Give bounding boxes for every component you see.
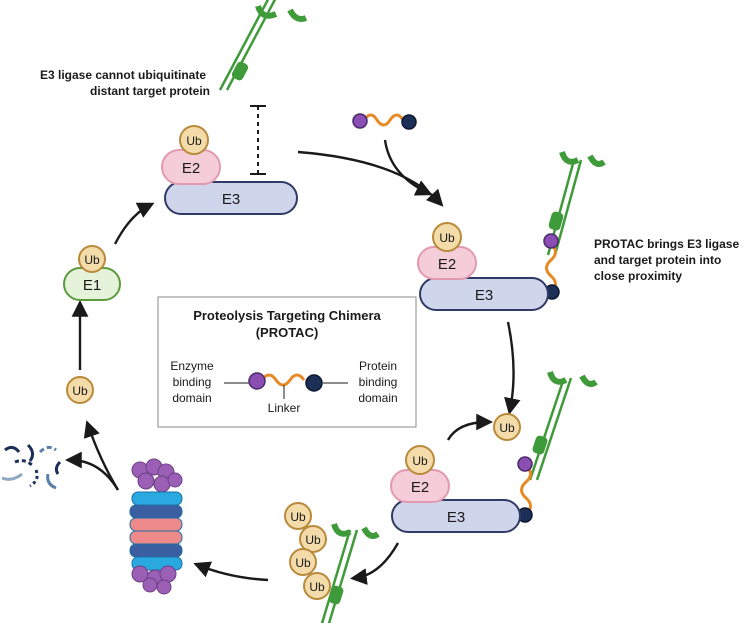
ub-chain-1: Ub: [284, 502, 312, 530]
note-protac-line2: and target protein into: [594, 253, 721, 267]
inhibition-mark: [250, 105, 266, 175]
proteasome: [129, 458, 183, 595]
ub-chain-4-label: Ub: [309, 580, 325, 594]
protac-legend-box: Proteolysis Targeting Chimera (PROTAC) E…: [157, 296, 417, 428]
legend-enzyme-line2: binding: [173, 375, 212, 389]
note-distant-line1: E3 ligase cannot ubiquitinate: [40, 68, 206, 82]
ub-chain-4: Ub: [303, 572, 331, 600]
e3-lower-right-label: E3: [447, 509, 465, 526]
ub-lower-right: Ub: [405, 445, 435, 475]
target-receptor-bottom: [320, 523, 380, 623]
legend-protein-line1: Protein: [359, 359, 397, 373]
legend-title-line2: (PROTAC): [256, 325, 319, 340]
ub-free-left-label: Ub: [72, 384, 88, 398]
arrow-proteasome-to-ub: [83, 420, 120, 491]
arrow-e1-to-e2e3: [113, 202, 155, 245]
arrow-ub-release: [446, 413, 494, 441]
e2-top-label: E2: [182, 160, 200, 177]
ub-right-label: Ub: [439, 231, 455, 245]
target-receptor-top: [218, 0, 308, 91]
legend-enzyme-line3: domain: [172, 391, 211, 405]
target-receptor-lower-right: [528, 371, 598, 481]
legend-linker-label: Linker: [268, 401, 301, 415]
ub-right: Ub: [432, 222, 462, 252]
legend-title-line1: Proteolysis Targeting Chimera: [193, 308, 381, 323]
ub-chain-3-label: Ub: [295, 556, 311, 570]
ub-chain-2: Ub: [299, 525, 327, 553]
legend-enzyme-ligand: [248, 372, 266, 390]
e2-right: E2: [417, 246, 477, 280]
ub-released: Ub: [493, 413, 521, 441]
legend-protein-line2: binding: [359, 375, 398, 389]
arrow-protac-join: [383, 139, 433, 196]
e1-label: E1: [83, 277, 101, 294]
polyubiquitin-chain: Ub Ub Ub Ub: [284, 502, 331, 600]
legend-protein-ligand: [305, 374, 323, 392]
note-protac-line1: PROTAC brings E3 ligase: [594, 237, 739, 251]
ub-free-left: Ub: [66, 376, 94, 404]
e2-right-label: E2: [438, 256, 456, 273]
protac-bound-lower-right: [517, 456, 533, 523]
degraded-fragments: [1, 443, 62, 490]
e2-top: E2: [161, 149, 221, 185]
legend-protein-line3: domain: [358, 391, 397, 405]
e2-lower-right-label: E2: [411, 479, 429, 496]
protac-bound-right: [543, 233, 560, 300]
e3-top: E3: [164, 181, 298, 215]
arrow-to-tagged-protein: [349, 542, 400, 585]
ub-chain-3: Ub: [289, 548, 317, 576]
ub-on-e1: Ub: [78, 245, 106, 273]
ub-released-label: Ub: [499, 421, 515, 435]
ub-chain-2-label: Ub: [305, 533, 321, 547]
e3-top-label: E3: [222, 191, 240, 208]
ub-top-label: Ub: [186, 134, 202, 148]
legend-linker-wave: [260, 373, 306, 387]
note-distant-line2: distant target protein: [90, 84, 210, 98]
ub-on-e1-label: Ub: [84, 253, 100, 267]
ub-chain-1-label: Ub: [290, 510, 306, 524]
legend-enzyme-line1: Enzyme: [170, 359, 214, 373]
arrow-e3-to-protac-complex: [297, 150, 444, 207]
e1-enzyme: E1: [63, 267, 121, 301]
arrow-complex-to-ubiquitination: [504, 321, 521, 415]
e3-lower-right: E3: [391, 499, 521, 533]
note-protac-line3: close proximity: [594, 269, 682, 283]
arrow-to-proteasome: [193, 561, 269, 582]
ub-top: Ub: [179, 125, 209, 155]
ub-lower-right-label: Ub: [412, 454, 428, 468]
e2-lower-right: E2: [390, 469, 450, 503]
protac-molecule-free: [352, 113, 417, 130]
cycle-arrows: [64, 139, 521, 585]
e3-right-label: E3: [475, 287, 493, 304]
e3-right: E3: [419, 277, 549, 311]
